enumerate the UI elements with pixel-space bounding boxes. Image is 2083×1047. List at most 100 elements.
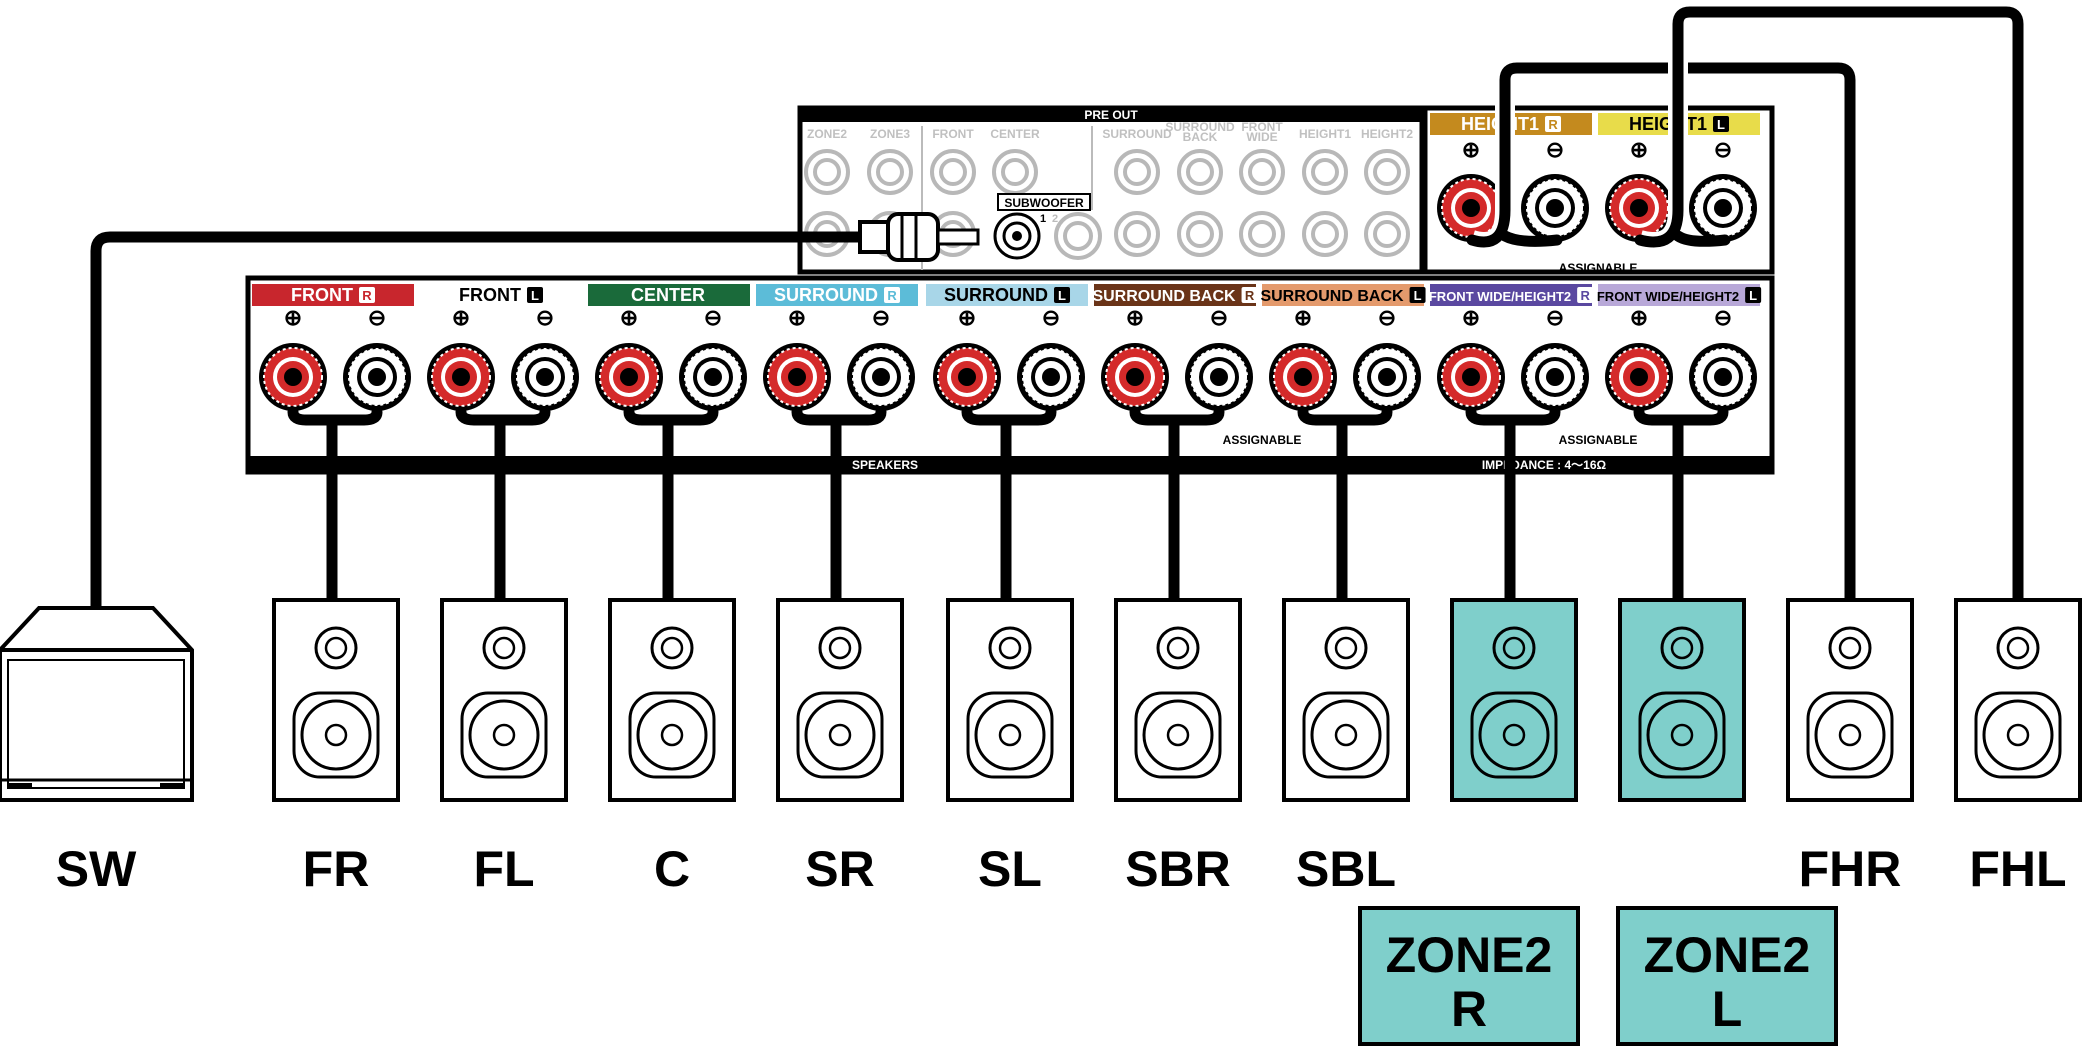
plus-binding-post [762, 342, 832, 412]
preout-jack-label: WIDE [1246, 130, 1277, 144]
speaker-label: SR [805, 841, 874, 897]
preout-jack-label: CENTER [990, 127, 1040, 141]
fhr-cable [1466, 58, 1860, 606]
terminal-side: L [531, 288, 539, 303]
plus-binding-post [1604, 342, 1674, 412]
zone-box-line1: ZONE2 [1386, 927, 1553, 983]
plus-binding-post [1436, 342, 1506, 412]
speaker-fhr: FHR [1786, 598, 1914, 897]
terminal-label: SURROUND BACK [1260, 288, 1404, 305]
minus-binding-post [846, 342, 916, 412]
preout-jack-label: ZONE3 [870, 127, 910, 141]
speaker-cable [455, 406, 551, 606]
plus-symbol: ⊕ [452, 305, 470, 330]
zone-box-line2: L [1712, 981, 1743, 1037]
subwoofer-num-2: 2 [1052, 213, 1058, 225]
preout-jack-label: HEIGHT2 [1361, 127, 1413, 141]
preout-jack-label: FRONT [1241, 120, 1283, 134]
preout-jack-label: FRONT [932, 127, 974, 141]
speaker-label: FL [473, 841, 534, 897]
terminal-label: FRONT WIDE/HEIGHT2 [1597, 289, 1739, 304]
terminal-side: R [1580, 288, 1590, 303]
minus-symbol: ⊖ [1210, 305, 1228, 330]
minus-binding-post [1016, 342, 1086, 412]
height-assignable: ASSIGNABLE [1559, 261, 1638, 275]
assignable-label-1: ASSIGNABLE [1223, 433, 1302, 447]
speaker-label: SL [978, 841, 1042, 897]
speaker-cable [1633, 406, 1729, 606]
terminal-label: SURROUND BACK [1092, 288, 1236, 305]
preout-jack-label: HEIGHT1 [1299, 127, 1351, 141]
minus-symbol: ⊖ [1714, 305, 1732, 330]
terminal-side: L [1749, 288, 1757, 303]
minus-symbol: ⊖ [536, 305, 554, 330]
speaker-fhl: FHL [1954, 598, 2082, 897]
preout-jack-surround: SURROUND [1102, 127, 1172, 257]
speaker-label: SBL [1296, 841, 1396, 897]
minus-binding-post [1184, 342, 1254, 412]
plus-binding-post [1268, 342, 1338, 412]
minus-binding-post [1688, 173, 1758, 243]
preout-jack-height2: HEIGHT2 [1361, 127, 1413, 257]
preout-title: PRE OUT [1084, 108, 1138, 122]
speaker-cable [1129, 406, 1225, 606]
minus-symbol: ⊖ [1378, 305, 1396, 330]
preout-jack-center: CENTER [990, 127, 1040, 195]
terminal-side: L [1058, 288, 1066, 303]
speaker-label: C [654, 841, 690, 897]
plus-binding-post [1100, 342, 1170, 412]
speaker-zone2-l [1618, 598, 1746, 802]
minus-binding-post [510, 342, 580, 412]
speaker-label: FR [303, 841, 370, 897]
speaker-sr: SR [776, 598, 904, 897]
plus-binding-post [594, 342, 664, 412]
speaker-sbl: SBL [1282, 598, 1410, 897]
rca-plug [858, 212, 980, 262]
minus-binding-post [1352, 342, 1422, 412]
plus-symbol: ⊕ [1462, 137, 1480, 162]
speaker-sl: SL [946, 598, 1074, 897]
speaker-label: FHR [1799, 841, 1902, 897]
subwoofer-output: SUBWOOFER 1 2 [993, 193, 1102, 260]
terminal-label: FRONT [459, 285, 521, 305]
terminal-side: R [1245, 288, 1255, 303]
terminal-side: L [1717, 117, 1725, 132]
cable-group [90, 1, 2028, 618]
speaker-label: FHL [1969, 841, 2066, 897]
terminal-side: R [887, 288, 897, 303]
speaker-c: C [608, 598, 736, 897]
speaker-sbr: SBR [1114, 598, 1242, 897]
speaker-cable [287, 406, 383, 606]
minus-binding-post [1688, 342, 1758, 412]
minus-symbol: ⊖ [704, 305, 722, 330]
plus-binding-post [258, 342, 328, 412]
terminal-side: R [362, 288, 372, 303]
assignable-label-2: ASSIGNABLE [1559, 433, 1638, 447]
minus-binding-post [342, 342, 412, 412]
minus-binding-post [1520, 342, 1590, 412]
plus-symbol: ⊕ [1630, 137, 1648, 162]
minus-binding-post [1520, 173, 1590, 243]
fhl-cable [1634, 1, 2028, 606]
impedance-label: IMPEDANCE : 4～16Ω [1482, 458, 1607, 472]
speaker-label: SBR [1125, 841, 1231, 897]
minus-symbol: ⊖ [1546, 137, 1564, 162]
subwoofer-label: SUBWOOFER [1004, 196, 1084, 210]
minus-symbol: ⊖ [368, 305, 386, 330]
speakers-bar-label: SPEAKERS [852, 458, 918, 472]
minus-symbol: ⊖ [872, 305, 890, 330]
terminal-front-l: FRONT L ⊕ ⊖ [420, 284, 582, 412]
